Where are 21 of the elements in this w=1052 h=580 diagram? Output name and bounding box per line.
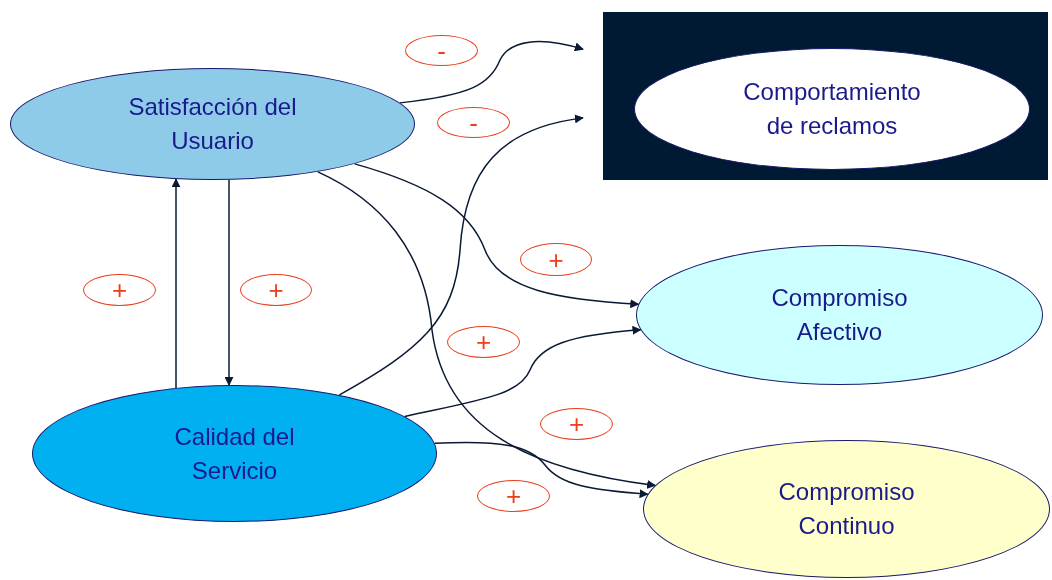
sign-label: + (505, 483, 522, 509)
sign-label: - (469, 109, 478, 136)
arrow (399, 40, 584, 104)
sign-label: + (548, 246, 564, 273)
sign-label: + (268, 277, 284, 303)
arrow (434, 441, 649, 499)
sign-label: - (437, 37, 446, 64)
node-label: Satisfacción del Usuario (127, 92, 298, 156)
sign-label: + (111, 277, 128, 303)
node-label: Compromiso Afectivo (770, 283, 909, 347)
arrow (224, 179, 234, 386)
arrow (171, 178, 181, 389)
node-label: Comportamiento de reclamos (742, 77, 922, 141)
sign-label: + (568, 411, 585, 437)
filled-box (603, 12, 1048, 180)
arrow (404, 325, 642, 418)
sign-label: + (475, 329, 492, 355)
node-label: Calidad del Servicio (173, 421, 296, 486)
node-label: Compromiso Continuo (777, 477, 916, 541)
arrow (338, 114, 584, 396)
arrow (317, 171, 657, 489)
